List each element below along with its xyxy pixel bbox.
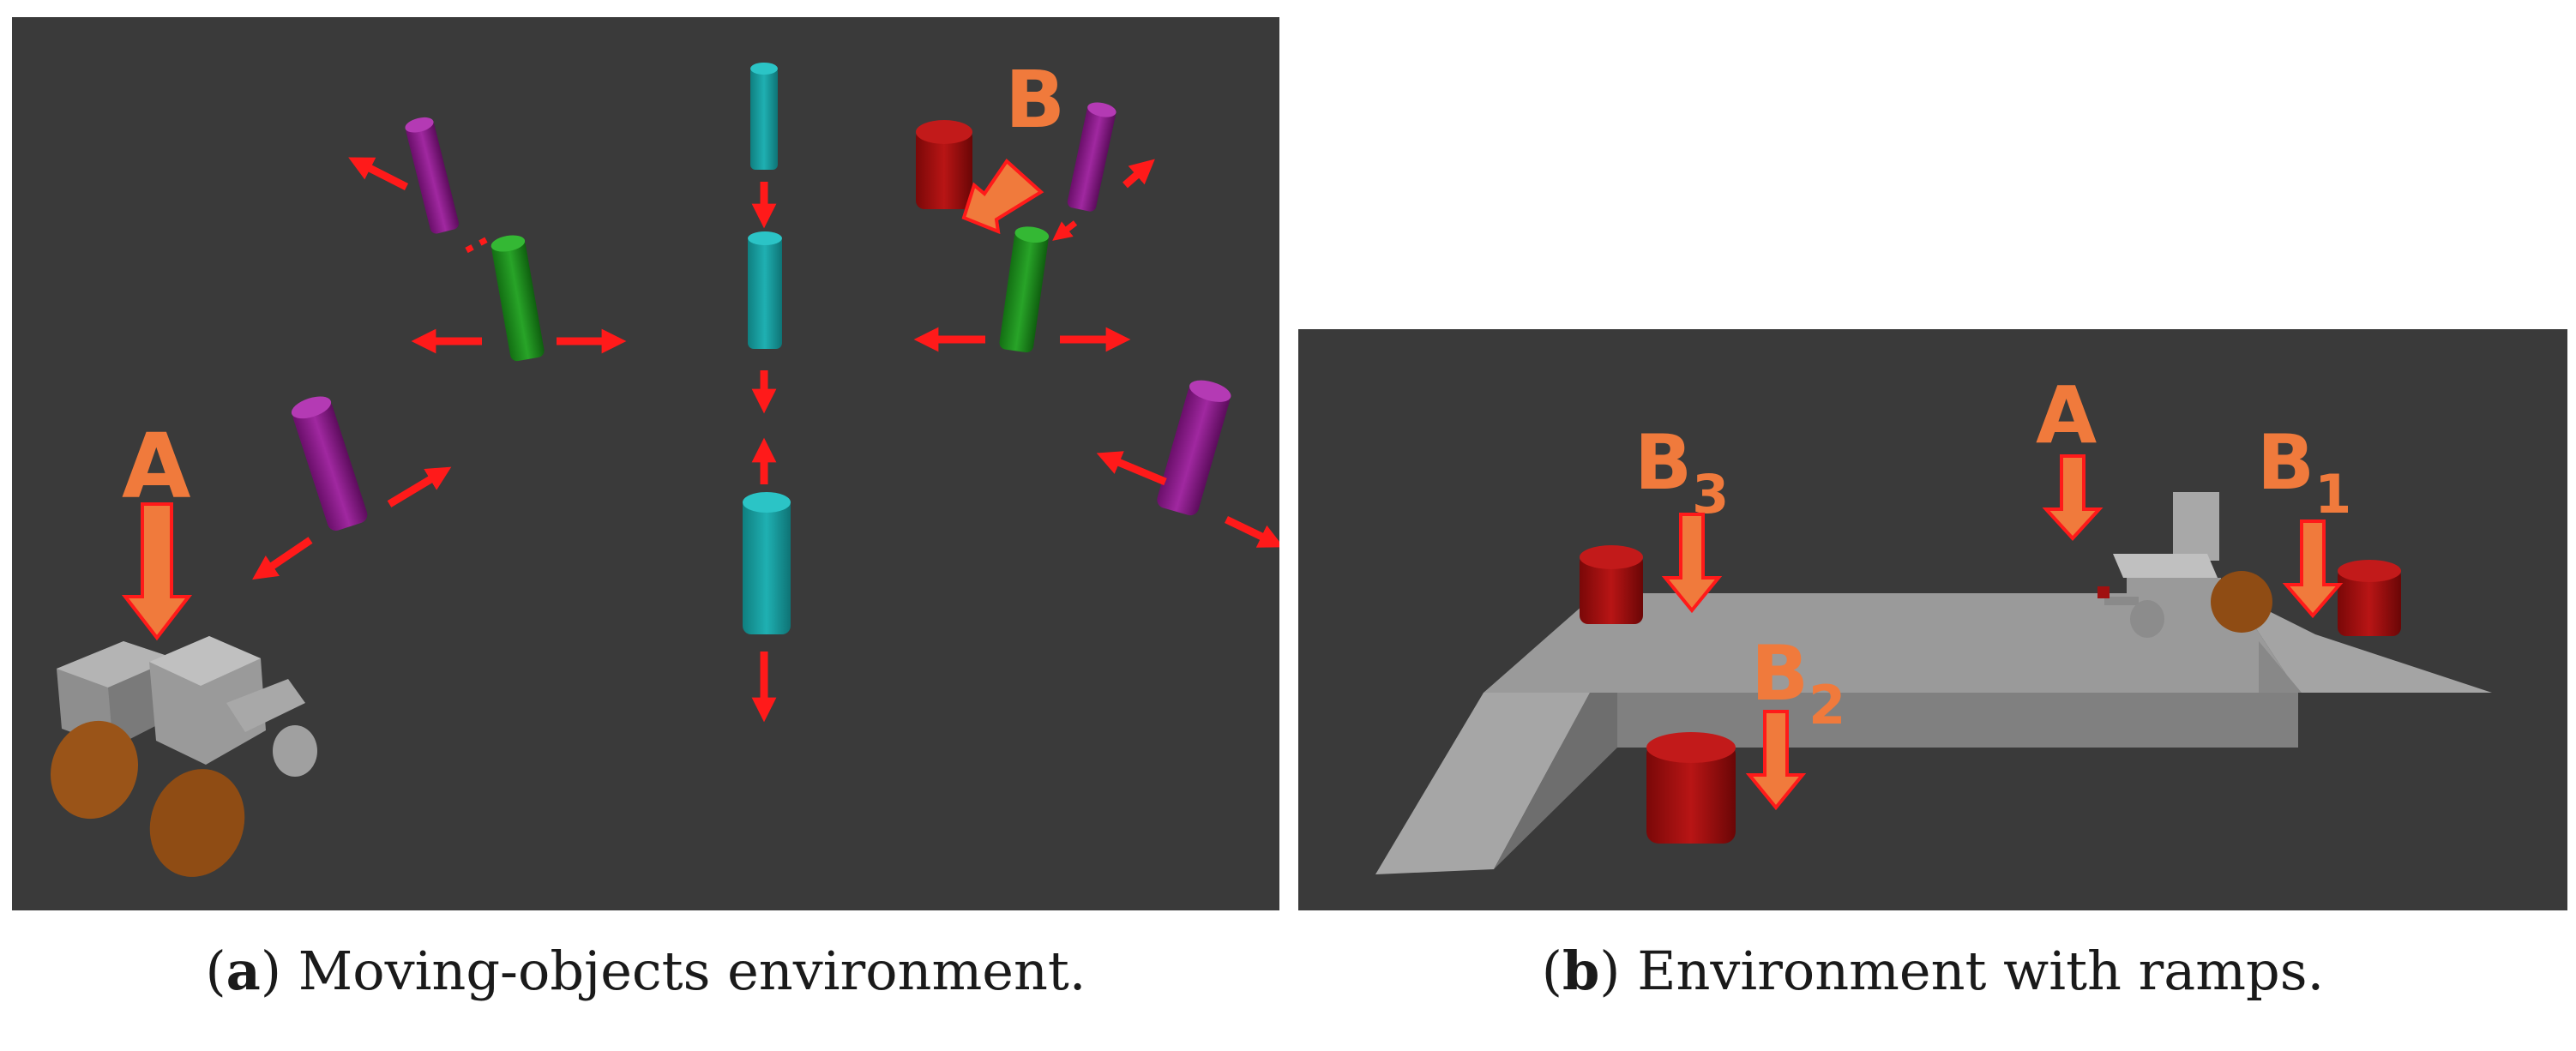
cyan-cylinder-top — [750, 63, 778, 170]
arrow-green-right-to-purple — [1052, 220, 1078, 241]
arrow-purple-far-right-east — [1225, 515, 1279, 548]
green-cylinder-right — [999, 226, 1050, 353]
cyan-cylinder-bottom — [743, 492, 791, 634]
arrow-purple-far-right-west — [1096, 451, 1167, 486]
purple-cylinder-far-right — [1157, 380, 1231, 516]
right-ramp — [2233, 593, 2492, 693]
green-cylinder-left — [491, 235, 545, 362]
robot-label-a: A — [2036, 369, 2097, 461]
wheelchair-robot-small — [2098, 492, 2272, 638]
goal-label-b2: B2 — [1751, 629, 1845, 736]
panel-ramps: B3 B2 B1 A — [1298, 329, 2567, 910]
robot-a-pointer-arrow — [121, 502, 193, 641]
robot-a-pointer-arrow — [2042, 454, 2104, 541]
scene-background — [12, 17, 1279, 910]
panel-moving-objects: B A — [12, 17, 1279, 910]
arrow-purple-lower-left-sw — [252, 537, 313, 580]
path-green-left-to-purple — [465, 233, 494, 254]
goal-b3-pointer-arrow — [1661, 513, 1723, 614]
goal-b-pointer-arrow — [961, 158, 1044, 235]
caption-a-letter: a — [226, 940, 261, 1002]
red-goal-cylinder — [916, 120, 972, 209]
scene-ramps: B3 B2 B1 A — [1298, 329, 2567, 910]
goal-label-b: B — [1005, 54, 1065, 146]
purple-cylinder-lower-left — [291, 396, 368, 531]
purple-cylinder-top-right — [1067, 102, 1116, 212]
red-goal-cylinder-b1 — [2338, 560, 2401, 636]
red-goal-cylinder-b3 — [1580, 545, 1643, 624]
arrow-purple-top-right — [1122, 159, 1155, 189]
caption-b-letter: b — [1562, 940, 1600, 1002]
cyan-cylinder-middle — [748, 231, 782, 349]
goal-b2-pointer-arrow — [1745, 710, 1807, 811]
red-goal-cylinder-b2 — [1646, 732, 1736, 844]
caption-a-text: Moving-objects environment. — [298, 940, 1086, 1002]
left-ramp — [1375, 693, 1617, 874]
platform — [1484, 593, 2298, 748]
goal-label-b1: B1 — [2257, 418, 2351, 526]
wheelchair-robot — [50, 636, 317, 877]
robot-label-a: A — [122, 414, 191, 519]
goal-b1-pointer-arrow — [2282, 519, 2344, 619]
arrow-purple-lower-left-ne — [387, 466, 452, 507]
arrow-purple-top-left — [348, 157, 409, 191]
purple-cylinder-top-left — [405, 117, 459, 234]
caption-panel-a: (a) Moving-objects environment. — [205, 940, 1086, 1002]
caption-b-text: Environment with ramps. — [1637, 940, 2325, 1002]
scene-moving-objects: B A — [12, 17, 1279, 910]
caption-panel-b: (b) Environment with ramps. — [1541, 940, 2325, 1002]
